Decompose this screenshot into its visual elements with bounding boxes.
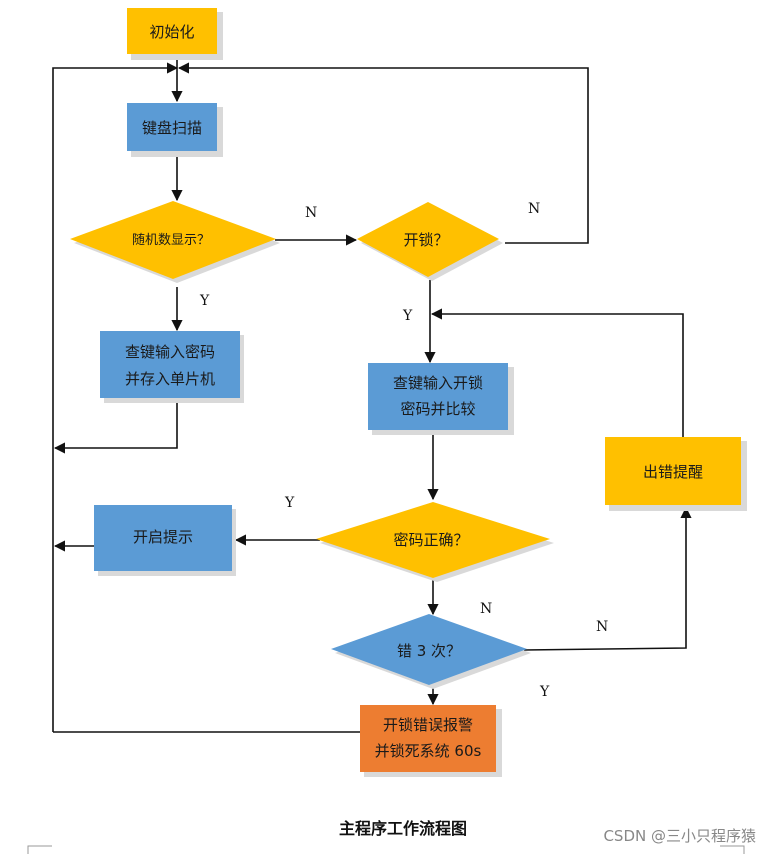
three-errors-diamond: 错 3 次？ bbox=[331, 614, 531, 689]
password-correct-diamond: 密码正确？ bbox=[316, 502, 554, 582]
edge-label-n-three-errors: N bbox=[596, 619, 608, 635]
alarm-label-line1: 开锁错误报警 bbox=[383, 716, 473, 734]
init-label: 初始化 bbox=[149, 23, 194, 41]
password-correct-label: 密码正确？ bbox=[393, 531, 468, 549]
compare-label-line1: 查键输入开锁 bbox=[393, 374, 483, 392]
edge-labels: N N Y Y Y N N Y bbox=[199, 201, 608, 700]
error-reminder-label: 出错提醒 bbox=[643, 463, 703, 481]
alarm-label-line2: 并锁死系统 60s bbox=[375, 742, 482, 760]
store-box: 查键输入密码 并存入单片机 bbox=[100, 331, 244, 403]
store-label-line1: 查键输入密码 bbox=[125, 343, 215, 361]
open-prompt-label: 开启提示 bbox=[133, 528, 193, 546]
compare-label-line2: 密码并比较 bbox=[400, 400, 475, 418]
edge-label-y-unlock: Y bbox=[402, 308, 413, 324]
edge-label-y-three-errors: Y bbox=[539, 684, 550, 700]
open-prompt-box: 开启提示 bbox=[94, 505, 236, 576]
watermark-text: CSDN @三小只程序猿 bbox=[603, 827, 756, 845]
random-display-diamond: 随机数显示？ bbox=[70, 201, 280, 283]
compare-box: 查键输入开锁 密码并比较 bbox=[368, 363, 514, 435]
store-label-line2: 并存入单片机 bbox=[125, 370, 215, 388]
random-display-label: 随机数显示？ bbox=[132, 233, 210, 248]
init-box: 初始化 bbox=[127, 8, 223, 60]
connectors bbox=[52, 58, 692, 733]
scan-box: 键盘扫描 bbox=[127, 103, 223, 157]
edge-label-n-unlock: N bbox=[528, 201, 540, 217]
error-reminder-box: 出错提醒 bbox=[605, 437, 747, 511]
edge-label-y-password: Y bbox=[284, 495, 295, 511]
edge-label-n-random: N bbox=[305, 205, 317, 221]
three-errors-label: 错 3 次？ bbox=[397, 642, 461, 660]
alarm-box: 开锁错误报警 并锁死系统 60s bbox=[360, 705, 502, 777]
edge-label-y-random: Y bbox=[199, 293, 210, 309]
edge-label-n-password: N bbox=[480, 601, 492, 617]
unlock-diamond: 开锁？ bbox=[357, 202, 503, 281]
unlock-label: 开锁？ bbox=[403, 231, 448, 249]
crop-marks bbox=[27, 845, 745, 854]
diagram-caption: 主程序工作流程图 bbox=[339, 819, 467, 838]
scan-label: 键盘扫描 bbox=[142, 119, 202, 137]
